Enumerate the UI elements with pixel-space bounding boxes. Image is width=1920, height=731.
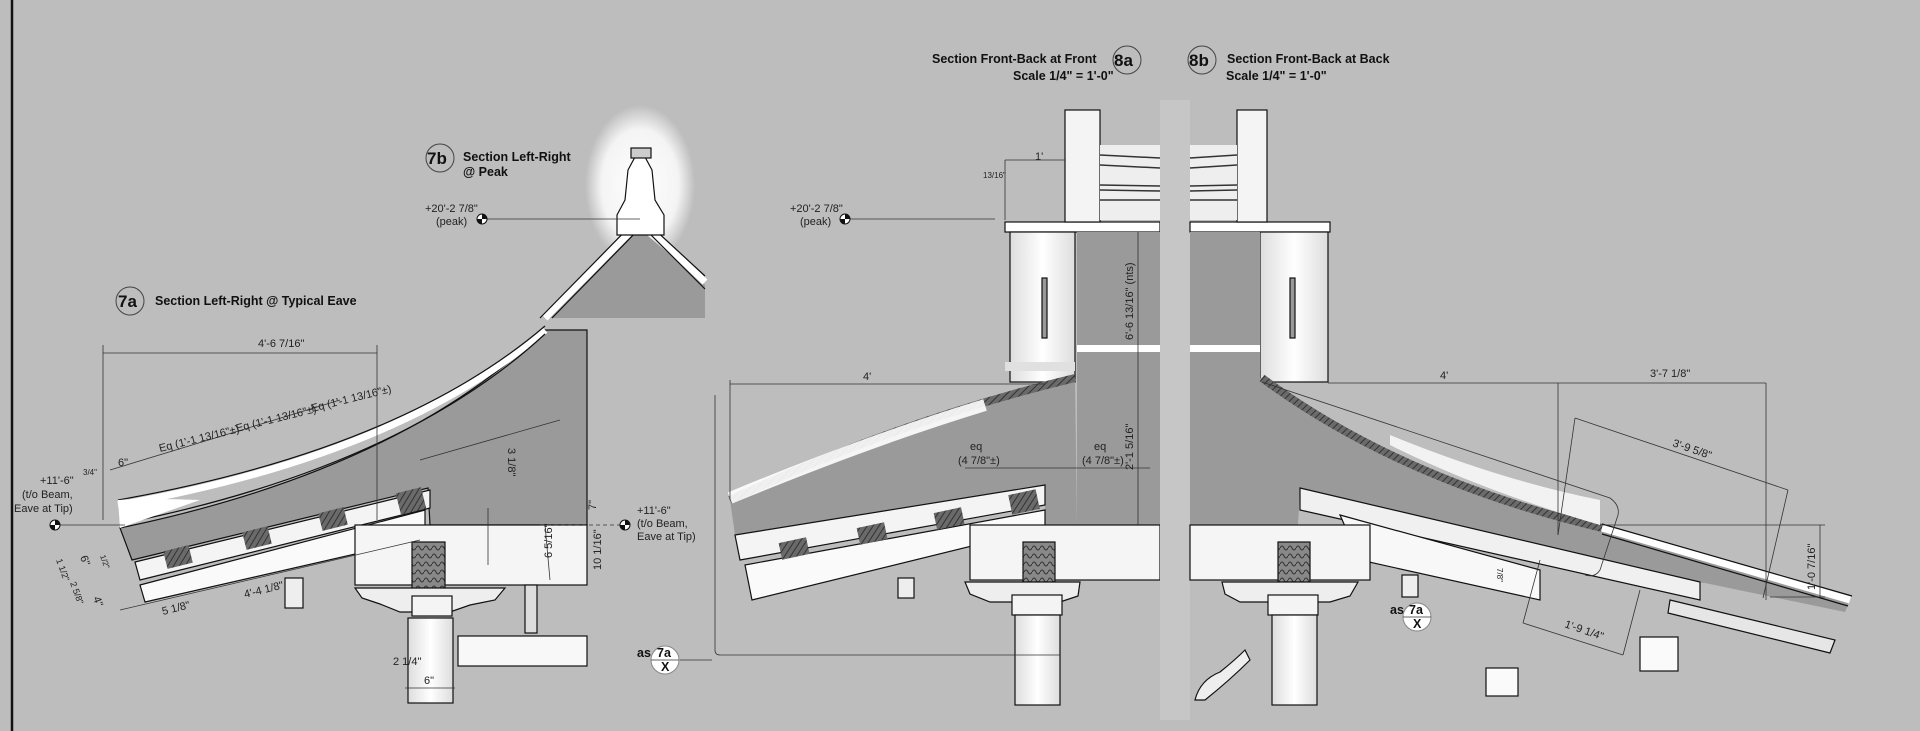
section-title-8b: Section Front-Back at Back: [1227, 52, 1390, 66]
elevation-marker-left: +11'-6" (t/o Beam, Eave at Tip): [14, 475, 74, 531]
section-title-7b-line1: Section Left-Right: [463, 150, 571, 164]
dim-overall: 4'-6 7/16": [258, 338, 304, 350]
elevation-value: +20'-2 7/8": [790, 203, 843, 215]
callout-prefix: as: [637, 646, 651, 660]
dim-1ft: 1': [1035, 151, 1043, 163]
section-gap: [1160, 100, 1190, 720]
lower-board: [457, 635, 588, 667]
dim-eq: eq: [1094, 441, 1106, 453]
elevation-note: (peak): [800, 216, 831, 228]
section-title-7b-line2: @ Peak: [463, 165, 508, 179]
roof-section-fill: [730, 378, 1077, 535]
callout-boundary: [1261, 381, 1619, 577]
rafter-upper: [1299, 487, 1701, 601]
section-fill: [1077, 232, 1160, 525]
elevation-note: (peak): [436, 216, 467, 228]
section-scale-8b: Scale 1/4" = 1'-0": [1226, 69, 1327, 83]
dimensions-8a: 1' 13/16" 6'-6 13/16" (nts) 2'-1 5/16" e…: [729, 151, 1150, 525]
detail-callout-8a[interactable]: as 7a X: [637, 645, 680, 675]
section-tag-8a: 8a: [1114, 51, 1133, 70]
dim-overhang: 3'-7 1/8": [1650, 368, 1690, 380]
section-8b: 8b Section Front-Back at Back Scale 1/4"…: [1187, 45, 1853, 706]
section-title-7a: Section Left-Right @ Typical Eave: [155, 294, 357, 308]
dim-3-4: 3/4": [83, 468, 97, 477]
dim-6-top: 6": [118, 457, 128, 469]
section-8a: Section Front-Back at Front 8a Scale 1/4…: [637, 45, 1161, 706]
dim-4ft: 4': [863, 371, 871, 383]
column-upper: [1236, 109, 1268, 223]
dim-eq: eq: [970, 441, 982, 453]
section-tag-circle: [115, 286, 145, 316]
dim-6-5-16: 6 5/16": [543, 523, 555, 558]
block: [1639, 636, 1679, 672]
detail-callout-8b[interactable]: as 7a X: [1390, 602, 1432, 632]
block: [1485, 667, 1519, 697]
column: [407, 617, 454, 704]
wall-panel: [1009, 231, 1076, 383]
elevation-marker-right: +11'-6" (t/o Beam, Eave at Tip): [619, 505, 696, 543]
dim-7-8: 7/8": [1495, 568, 1504, 582]
dim-10-1-16: 10 1/16": [592, 529, 604, 570]
callout-ref: 7a: [657, 646, 672, 660]
rafter-upper: [734, 484, 1046, 561]
column: [1271, 614, 1318, 706]
callout-sheet: X: [661, 660, 670, 674]
elevation-note: Eave at Tip): [14, 503, 73, 515]
dim-6-bottom: 6": [424, 675, 434, 687]
dim-13-16: 13/16": [983, 171, 1006, 180]
callout-ref: 7a: [1409, 603, 1424, 617]
elevation-note: (t/o Beam,: [637, 518, 688, 530]
section-scale-8a: Scale 1/4" = 1'-0": [1013, 69, 1114, 83]
callout-prefix: as: [1390, 603, 1404, 617]
section-title-8a: Section Front-Back at Front: [932, 52, 1097, 66]
dim-drop: 1'-0 7/16": [1806, 544, 1818, 590]
elevation-value: +11'-6": [40, 475, 74, 487]
section-tag-8b: 8b: [1189, 51, 1209, 70]
section-tag-7a: 7a: [118, 292, 137, 311]
column: [1014, 614, 1061, 706]
elevation-value: +11'-6": [637, 505, 671, 517]
dim-lower-height: 2'-1 5/16": [1124, 424, 1136, 470]
dim-eq-value: (4 7/8"±): [1082, 455, 1124, 467]
beam: [354, 524, 588, 586]
dim-4ft: 4': [1440, 370, 1448, 382]
beam: [969, 524, 1161, 581]
callout-boundary: [714, 395, 1060, 656]
dim-7: 7": [587, 500, 599, 510]
section-7b: 7b Section Left-Right @ Peak +20'-2 7/8"…: [425, 105, 708, 321]
callout-sheet: X: [1413, 617, 1422, 631]
dim-6-left: 6": [77, 554, 92, 568]
roof-surface-band: [117, 327, 548, 509]
elevation-note: (t/o Beam,: [22, 489, 73, 501]
section-tag-7b: 7b: [427, 149, 447, 168]
bracket-scroll: [1194, 648, 1251, 701]
dim-height-nts: 6'-6 13/16" (nts): [1124, 262, 1136, 340]
dim-4: 4": [90, 595, 105, 609]
dim-2-1-4: 2 1/4": [393, 656, 421, 668]
dim-3-1-8: 3 1/8": [505, 448, 517, 476]
elevation-note: Eave at Tip): [637, 531, 696, 543]
column-upper: [1064, 109, 1101, 223]
peak-fill: [545, 222, 705, 318]
roof-sheathing: [1259, 374, 1603, 532]
elevation-value: +20'-2 7/8": [425, 203, 478, 215]
purlin-blocks: [163, 487, 427, 569]
dim-eq-value: (4 7/8"±): [958, 455, 1000, 467]
